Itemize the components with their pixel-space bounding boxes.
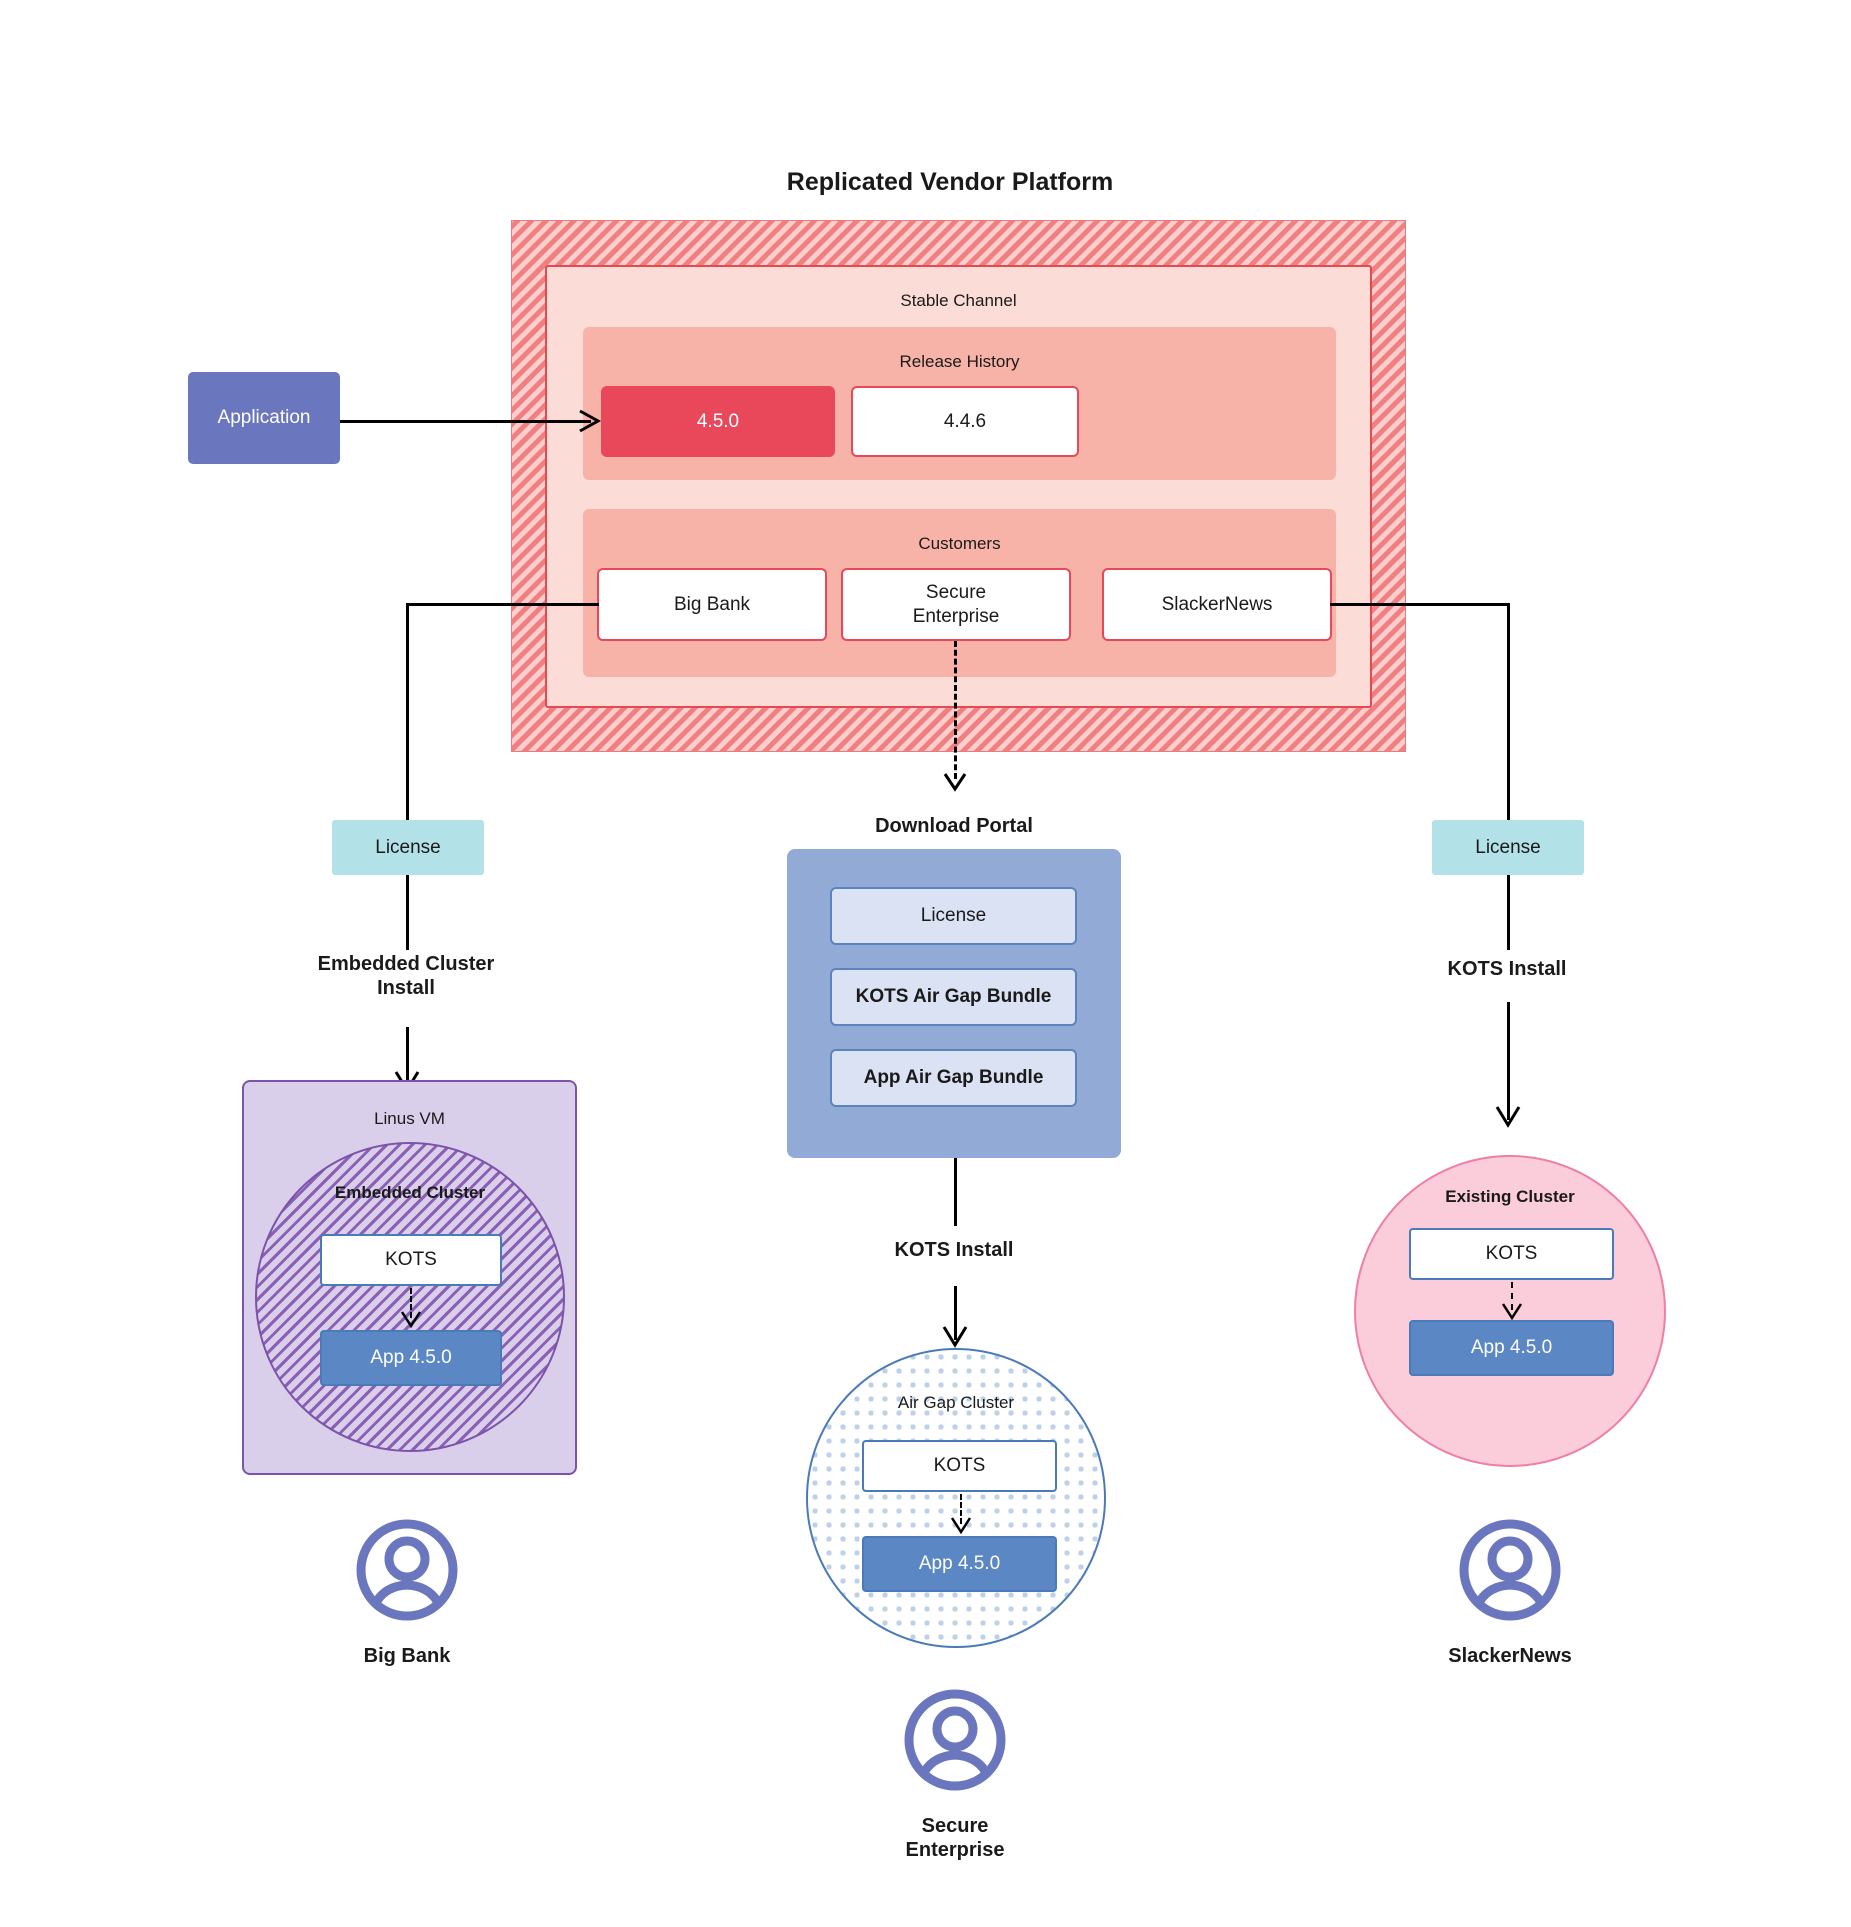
kots-install-label-middle: KOTS Install xyxy=(894,1239,1014,1261)
customer-label-secure-enterprise: Secure Enterprise xyxy=(905,1815,1005,1861)
avatar-slackernews xyxy=(1459,1519,1561,1621)
customers-label: Customers xyxy=(918,534,1001,553)
air-gap-cluster-label: Air Gap Cluster xyxy=(897,1393,1015,1412)
app-box-airgap[interactable]: App 4.5.0 xyxy=(862,1536,1057,1592)
stable-channel-label: Stable Channel xyxy=(900,291,1017,310)
avatar-big-bank xyxy=(356,1519,458,1621)
kots-box-embedded[interactable]: KOTS xyxy=(320,1234,502,1286)
existing-cluster-circle xyxy=(1354,1155,1666,1467)
portal-item-app-air-gap-bundle[interactable]: App Air Gap Bundle xyxy=(830,1049,1077,1107)
release-4-5-0-current[interactable]: 4.5.0 xyxy=(601,386,835,457)
arrowhead-secure-enterprise-to-portal xyxy=(943,773,967,792)
arrowhead-kots-to-app-embedded xyxy=(400,1311,422,1329)
connector-kots-to-app-airgap xyxy=(960,1494,962,1524)
kots-box-airgap[interactable]: KOTS xyxy=(862,1440,1057,1492)
release-history-label: Release History xyxy=(899,352,1020,371)
license-chip-left[interactable]: License xyxy=(332,820,484,875)
embedded-cluster-install-label: Embedded Cluster Install xyxy=(317,953,495,999)
connector-left-install-to-vm xyxy=(406,1027,409,1085)
connector-kots-to-app-existing xyxy=(1511,1282,1513,1310)
arrowhead-install-to-airgap xyxy=(942,1326,968,1348)
app-box-existing[interactable]: App 4.5.0 xyxy=(1409,1320,1614,1376)
connector-secure-enterprise-to-portal xyxy=(954,641,957,779)
customer-box-secure-enterprise-label: Secure Enterprise xyxy=(912,582,1000,627)
connector-right-license-to-install xyxy=(1507,875,1510,950)
platform-title: Replicated Vendor Platform xyxy=(786,168,1114,196)
download-portal-title: Download Portal xyxy=(875,815,1033,837)
connector-right-install-to-cluster xyxy=(1507,1002,1510,1120)
connector-install-to-airgap xyxy=(954,1286,957,1340)
arrowhead-kots-to-app-airgap xyxy=(950,1517,972,1535)
customer-label-slackernews: SlackerNews xyxy=(1448,1645,1572,1667)
connector-kots-to-app-embedded xyxy=(410,1288,412,1318)
release-4-4-6-previous[interactable]: 4.4.6 xyxy=(851,386,1079,457)
app-box-embedded[interactable]: App 4.5.0 xyxy=(320,1330,502,1386)
customer-box-slackernews[interactable]: SlackerNews xyxy=(1102,568,1332,641)
license-chip-right[interactable]: License xyxy=(1432,820,1584,875)
kots-install-label-right: KOTS Install xyxy=(1447,958,1567,980)
portal-item-license[interactable]: License xyxy=(830,887,1077,945)
connector-application-to-release xyxy=(340,420,591,423)
portal-item-kots-air-gap-bundle[interactable]: KOTS Air Gap Bundle xyxy=(830,968,1077,1026)
embedded-cluster-label: Embedded Cluster xyxy=(334,1183,486,1202)
customer-label-big-bank: Big Bank xyxy=(363,1645,451,1667)
air-gap-cluster-circle xyxy=(806,1348,1106,1648)
connector-portal-to-install xyxy=(954,1158,957,1226)
connector-bigbank-vertical xyxy=(406,603,409,821)
customer-box-secure-enterprise[interactable]: Secure Enterprise xyxy=(841,568,1071,641)
connector-left-license-to-install xyxy=(406,875,409,950)
avatar-secure-enterprise xyxy=(904,1689,1006,1791)
connector-slackernews-vertical xyxy=(1507,603,1510,821)
customer-box-big-bank[interactable]: Big Bank xyxy=(597,568,827,641)
connector-slackernews-horizontal xyxy=(1330,603,1510,606)
connector-bigbank-horizontal xyxy=(406,603,599,606)
existing-cluster-label: Existing Cluster xyxy=(1445,1187,1575,1206)
kots-box-existing[interactable]: KOTS xyxy=(1409,1228,1614,1280)
arrowhead-right-install-to-cluster xyxy=(1495,1106,1521,1128)
arrowhead-kots-to-app-existing xyxy=(1501,1303,1523,1321)
application-box[interactable]: Application xyxy=(188,372,340,464)
arrowhead-application-to-release xyxy=(579,409,602,433)
linus-vm-label: Linus VM xyxy=(374,1109,445,1128)
